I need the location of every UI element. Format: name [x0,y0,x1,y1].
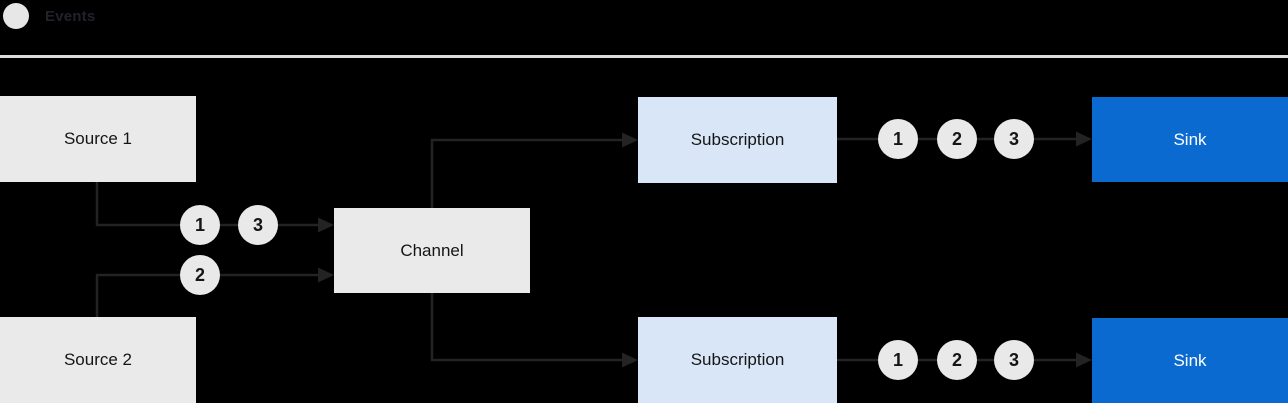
node-subscription-top: Subscription [638,97,837,183]
arrowhead-source2-to-channel-icon [318,267,334,283]
separator-line [0,55,1288,58]
node-source-1: Source 1 [0,96,196,182]
arrowhead-subscription-bottom-to-sink-icon [1076,352,1092,368]
arrowhead-source1-to-channel-icon [318,217,334,233]
node-sink-bottom-label: Sink [1173,350,1207,370]
node-channel: Channel [334,208,530,293]
event-marker-1: 1 [878,119,918,159]
node-source-1-label: Source 1 [63,129,133,148]
event-marker-2: 2 [937,340,977,380]
node-subscription-top-label: Subscription [690,130,785,149]
arrowhead-channel-to-subscription-bottom-icon [622,352,638,368]
connector-channel-to-subscription-bottom [430,293,624,362]
connector-source2-to-channel [95,273,320,317]
node-source-2-label: Source 2 [63,350,133,369]
node-sink-top: Sink [1092,97,1288,182]
node-sink-bottom: Sink [1092,318,1288,403]
event-marker-3: 3 [994,340,1034,380]
event-marker-3: 3 [994,119,1034,159]
arrowhead-subscription-top-to-sink-icon [1076,131,1092,147]
event-marker-3: 3 [238,205,278,245]
events-legend-circle-icon [3,3,29,29]
event-marker-2: 2 [937,119,977,159]
event-marker-1: 1 [878,340,918,380]
arrowhead-channel-to-subscription-top-icon [622,132,638,148]
node-channel-label: Channel [400,240,464,260]
node-subscription-bottom: Subscription [638,317,837,403]
node-sink-top-label: Sink [1173,129,1207,149]
node-source-2: Source 2 [0,317,196,403]
node-subscription-bottom-label: Subscription [690,350,785,369]
events-legend-label: Events [45,7,96,25]
event-marker-2: 2 [180,255,220,295]
event-marker-1: 1 [180,205,220,245]
connector-channel-to-subscription-top [430,138,624,208]
